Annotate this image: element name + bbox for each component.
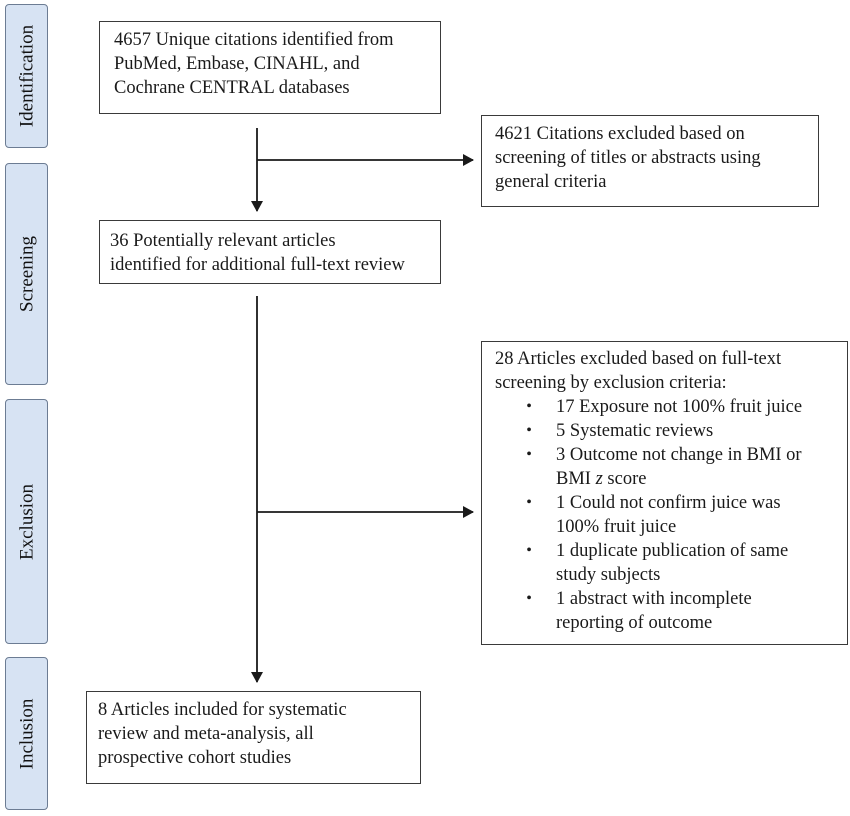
excluded-screening-line-2: screening of titles or abstracts using	[495, 148, 761, 168]
included-line-3: prospective cohort studies	[98, 748, 292, 768]
phase-identification: Identification	[5, 4, 48, 148]
identified-line-2: PubMed, Embase, CINAHL, and	[114, 54, 360, 74]
bullet-icon: •	[526, 542, 532, 559]
phase-label-identification: Identification	[16, 24, 37, 128]
exclusion-reason-item: • 17 Exposure not 100% fruit juice	[495, 395, 847, 419]
exclusion-reason-text: 1 duplicate publication of same	[556, 541, 789, 561]
exclusion-reason-text: 5 Systematic reviews	[556, 421, 714, 441]
excluded-screening-box: 4621 Citations excluded based on screeni…	[481, 115, 819, 207]
bullet-icon: •	[526, 494, 532, 511]
phase-label-screening: Screening	[16, 236, 37, 312]
excluded-fulltext-line-2: screening by exclusion criteria:	[495, 373, 727, 393]
phase-screening: Screening	[5, 163, 48, 385]
exclusion-reason-text: 3 Outcome not change in BMI or	[556, 445, 802, 465]
included-line-2: review and meta-analysis, all	[98, 724, 314, 744]
bullet-icon: •	[526, 422, 532, 439]
exclusion-reason-text-continued: reporting of outcome	[556, 613, 713, 633]
exclusion-reason-item: • 1 Could not confirm juice was 100% fru…	[495, 491, 847, 539]
identified-box: 4657 Unique citations identified from Pu…	[99, 21, 441, 114]
bullet-icon: •	[526, 590, 532, 607]
excluded-fulltext-line-1: 28 Articles excluded based on full-text	[495, 349, 782, 369]
phase-label-inclusion: Inclusion	[16, 698, 37, 769]
phase-exclusion: Exclusion	[5, 399, 48, 644]
exclusion-reason-text-continued: study subjects	[556, 565, 661, 585]
exclusion-reason-list: • 17 Exposure not 100% fruit juice • 5 S…	[495, 395, 847, 635]
phase-label-exclusion: Exclusion	[16, 483, 37, 560]
exclusion-reason-item: • 1 abstract with incomplete reporting o…	[495, 587, 847, 635]
exclusion-reason-text-continued: BMI z score	[556, 469, 647, 489]
fulltext-line-1: 36 Potentially relevant articles	[110, 231, 336, 251]
bullet-icon: •	[526, 398, 532, 415]
included-box: 8 Articles included for systematic revie…	[86, 691, 421, 784]
exclusion-reason-text: 17 Exposure not 100% fruit juice	[556, 397, 803, 417]
phase-inclusion: Inclusion	[5, 657, 48, 810]
excluded-screening-line-1: 4621 Citations excluded based on	[495, 124, 745, 144]
fulltext-line-2: identified for additional full-text revi…	[110, 255, 405, 275]
exclusion-reason-item: • 3 Outcome not change in BMI or BMI z s…	[495, 443, 847, 491]
identified-line-3: Cochrane CENTRAL databases	[114, 78, 350, 98]
excluded-screening-line-3: general criteria	[495, 172, 607, 192]
exclusion-reason-text: 1 abstract with incomplete	[556, 589, 752, 609]
z-score-italic: z	[595, 469, 603, 489]
exclusion-reason-item: • 1 duplicate publication of same study …	[495, 539, 847, 587]
exclusion-reason-text-continued: 100% fruit juice	[556, 517, 677, 537]
identified-line-1: 4657 Unique citations identified from	[114, 30, 394, 50]
included-line-1: 8 Articles included for systematic	[98, 700, 347, 720]
exclusion-reason-item: • 5 Systematic reviews	[495, 419, 847, 443]
bullet-icon: •	[526, 446, 532, 463]
exclusion-reason-text: 1 Could not confirm juice was	[556, 493, 781, 513]
excluded-fulltext-box: 28 Articles excluded based on full-text …	[481, 341, 848, 645]
fulltext-box: 36 Potentially relevant articles identif…	[99, 220, 441, 284]
